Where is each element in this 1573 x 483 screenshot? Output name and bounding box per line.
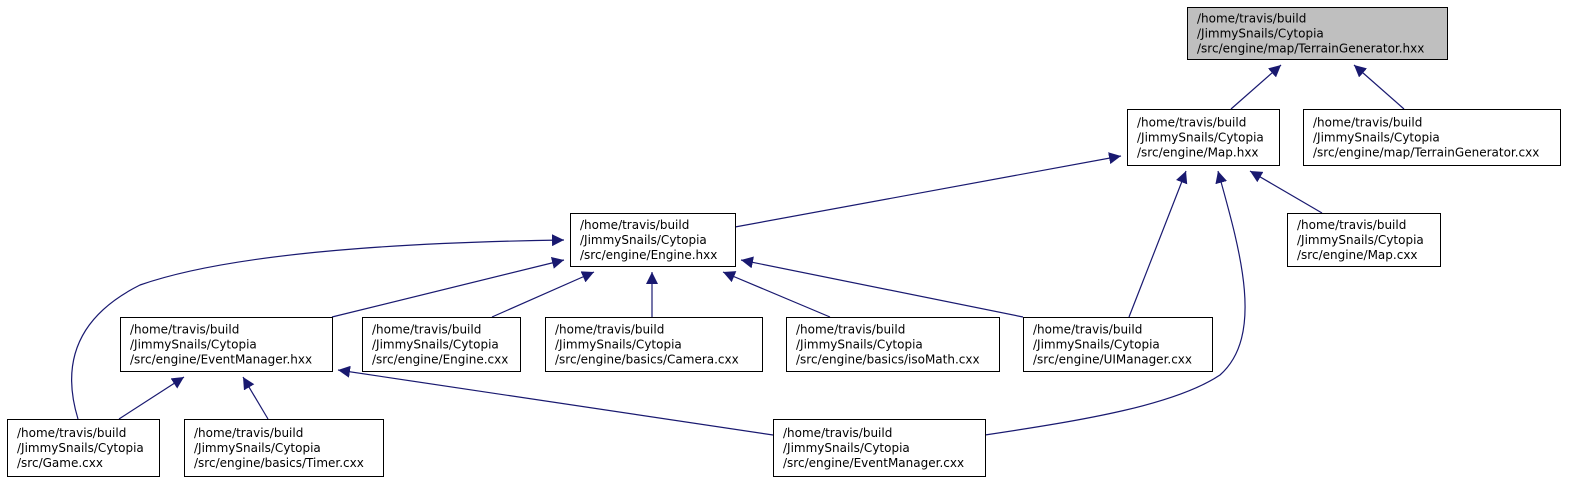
node-label-line: /JimmySnails/Cytopia <box>796 338 923 352</box>
node-label-line: /JimmySnails/Cytopia <box>555 338 682 352</box>
node-label-line: /home/travis/build <box>130 323 239 337</box>
edge-terrain_gen_cxx-to-terrain_gen_hxx <box>1353 64 1405 110</box>
node-event-manager-cxx[interactable]: /home/travis/build/JimmySnails/Cytopia/s… <box>773 419 986 477</box>
edge-isomath_cxx-to-engine_hxx <box>722 271 831 318</box>
node-label-line: /JimmySnails/Cytopia <box>372 338 499 352</box>
node-box <box>7 419 160 477</box>
node-label-line: /JimmySnails/Cytopia <box>783 441 910 455</box>
node-label-line: /home/travis/build <box>796 323 905 337</box>
node-ui-manager-cxx[interactable]: /home/travis/build/JimmySnails/Cytopia/s… <box>1023 317 1213 372</box>
edge-timer_cxx-to-event_manager_hxx <box>242 376 269 420</box>
node-terrain-gen-cxx[interactable]: /home/travis/build/JimmySnails/Cytopia/s… <box>1303 109 1561 166</box>
node-label-line: /src/engine/UIManager.cxx <box>1033 353 1192 367</box>
node-box <box>1287 213 1441 267</box>
node-box <box>545 317 763 372</box>
node-label-line: /home/travis/build <box>555 323 664 337</box>
node-label-line: /src/engine/Engine.cxx <box>372 353 508 367</box>
node-layer: /home/travis/build/JimmySnails/Cytopia/s… <box>7 7 1561 477</box>
edge-event_manager_cxx-to-map_hxx <box>984 170 1246 436</box>
node-label-line: /home/travis/build <box>1197 12 1306 26</box>
node-box <box>184 419 384 477</box>
node-label-line: /home/travis/build <box>1033 323 1142 337</box>
edge-ui_manager_cxx-to-engine_hxx <box>740 256 1024 318</box>
node-box <box>1127 109 1280 166</box>
node-label-line: /JimmySnails/Cytopia <box>1197 27 1324 41</box>
edge-game_cxx-to-event_manager_hxx <box>118 376 185 420</box>
node-box <box>1023 317 1213 372</box>
node-engine-cxx[interactable]: /home/travis/build/JimmySnails/Cytopia/s… <box>362 317 521 372</box>
node-label-line: /src/Game.cxx <box>17 456 103 470</box>
node-engine-hxx[interactable]: /home/travis/build/JimmySnails/Cytopia/s… <box>570 213 736 267</box>
node-label-line: /home/travis/build <box>1137 116 1246 130</box>
edge-engine_cxx-to-engine_hxx <box>491 271 595 318</box>
node-label-line: /JimmySnails/Cytopia <box>130 338 257 352</box>
edge-engine_hxx-to-map_hxx <box>734 152 1122 228</box>
node-box <box>570 213 736 267</box>
node-map-hxx[interactable]: /home/travis/build/JimmySnails/Cytopia/s… <box>1127 109 1280 166</box>
edge-event_manager_cxx-to-event_manager_hxx <box>337 365 774 436</box>
edge-event_manager_hxx-to-engine_hxx <box>331 257 565 318</box>
node-event-manager-hxx[interactable]: /home/travis/build/JimmySnails/Cytopia/s… <box>120 317 333 372</box>
node-label-line: /home/travis/build <box>194 426 303 440</box>
node-box <box>1303 109 1561 166</box>
node-label-line: /src/engine/map/TerrainGenerator.hxx <box>1197 42 1424 56</box>
node-label-line: /src/engine/map/TerrainGenerator.cxx <box>1313 146 1539 160</box>
node-label-line: /JimmySnails/Cytopia <box>17 441 144 455</box>
node-label-line: /src/engine/Map.cxx <box>1297 248 1418 262</box>
node-box <box>786 317 1000 372</box>
node-label-line: /JimmySnails/Cytopia <box>1137 131 1264 145</box>
edge-map_cxx-to-map_hxx <box>1249 170 1323 214</box>
node-terrain-gen-hxx[interactable]: /home/travis/build/JimmySnails/Cytopia/s… <box>1187 7 1448 60</box>
node-label-line: /src/engine/basics/isoMath.cxx <box>796 353 980 367</box>
node-box <box>773 419 986 477</box>
node-label-line: /src/engine/basics/Timer.cxx <box>194 456 364 470</box>
node-box <box>120 317 333 372</box>
node-label-line: /home/travis/build <box>1313 116 1422 130</box>
node-camera-cxx[interactable]: /home/travis/build/JimmySnails/Cytopia/s… <box>545 317 763 372</box>
node-box <box>1187 7 1448 60</box>
node-label-line: /JimmySnails/Cytopia <box>1297 233 1424 247</box>
node-label-line: /src/engine/Map.hxx <box>1137 146 1259 160</box>
node-label-line: /JimmySnails/Cytopia <box>1033 338 1160 352</box>
node-map-cxx[interactable]: /home/travis/build/JimmySnails/Cytopia/s… <box>1287 213 1441 267</box>
node-label-line: /home/travis/build <box>1297 218 1406 232</box>
node-label-line: /home/travis/build <box>17 426 126 440</box>
node-box <box>362 317 521 372</box>
node-timer-cxx[interactable]: /home/travis/build/JimmySnails/Cytopia/s… <box>184 419 384 477</box>
node-label-line: /src/engine/Engine.hxx <box>580 248 717 262</box>
node-label-line: /home/travis/build <box>783 426 892 440</box>
node-label-line: /src/engine/basics/Camera.cxx <box>555 353 739 367</box>
node-label-line: /src/engine/EventManager.cxx <box>783 456 964 470</box>
node-label-line: /JimmySnails/Cytopia <box>194 441 321 455</box>
node-label-line: /home/travis/build <box>580 218 689 232</box>
node-game-cxx[interactable]: /home/travis/build/JimmySnails/Cytopia/s… <box>7 419 160 477</box>
node-isomath-cxx[interactable]: /home/travis/build/JimmySnails/Cytopia/s… <box>786 317 1000 372</box>
node-label-line: /src/engine/EventManager.hxx <box>130 353 312 367</box>
edge-game_cxx-to-engine_hxx <box>71 234 565 420</box>
node-label-line: /JimmySnails/Cytopia <box>580 233 707 247</box>
edge-ui_manager_cxx-to-map_hxx <box>1128 170 1188 318</box>
edge-map_hxx-to-terrain_gen_hxx <box>1230 64 1282 110</box>
edge-layer <box>71 64 1405 436</box>
node-label-line: /JimmySnails/Cytopia <box>1313 131 1440 145</box>
node-label-line: /home/travis/build <box>372 323 481 337</box>
